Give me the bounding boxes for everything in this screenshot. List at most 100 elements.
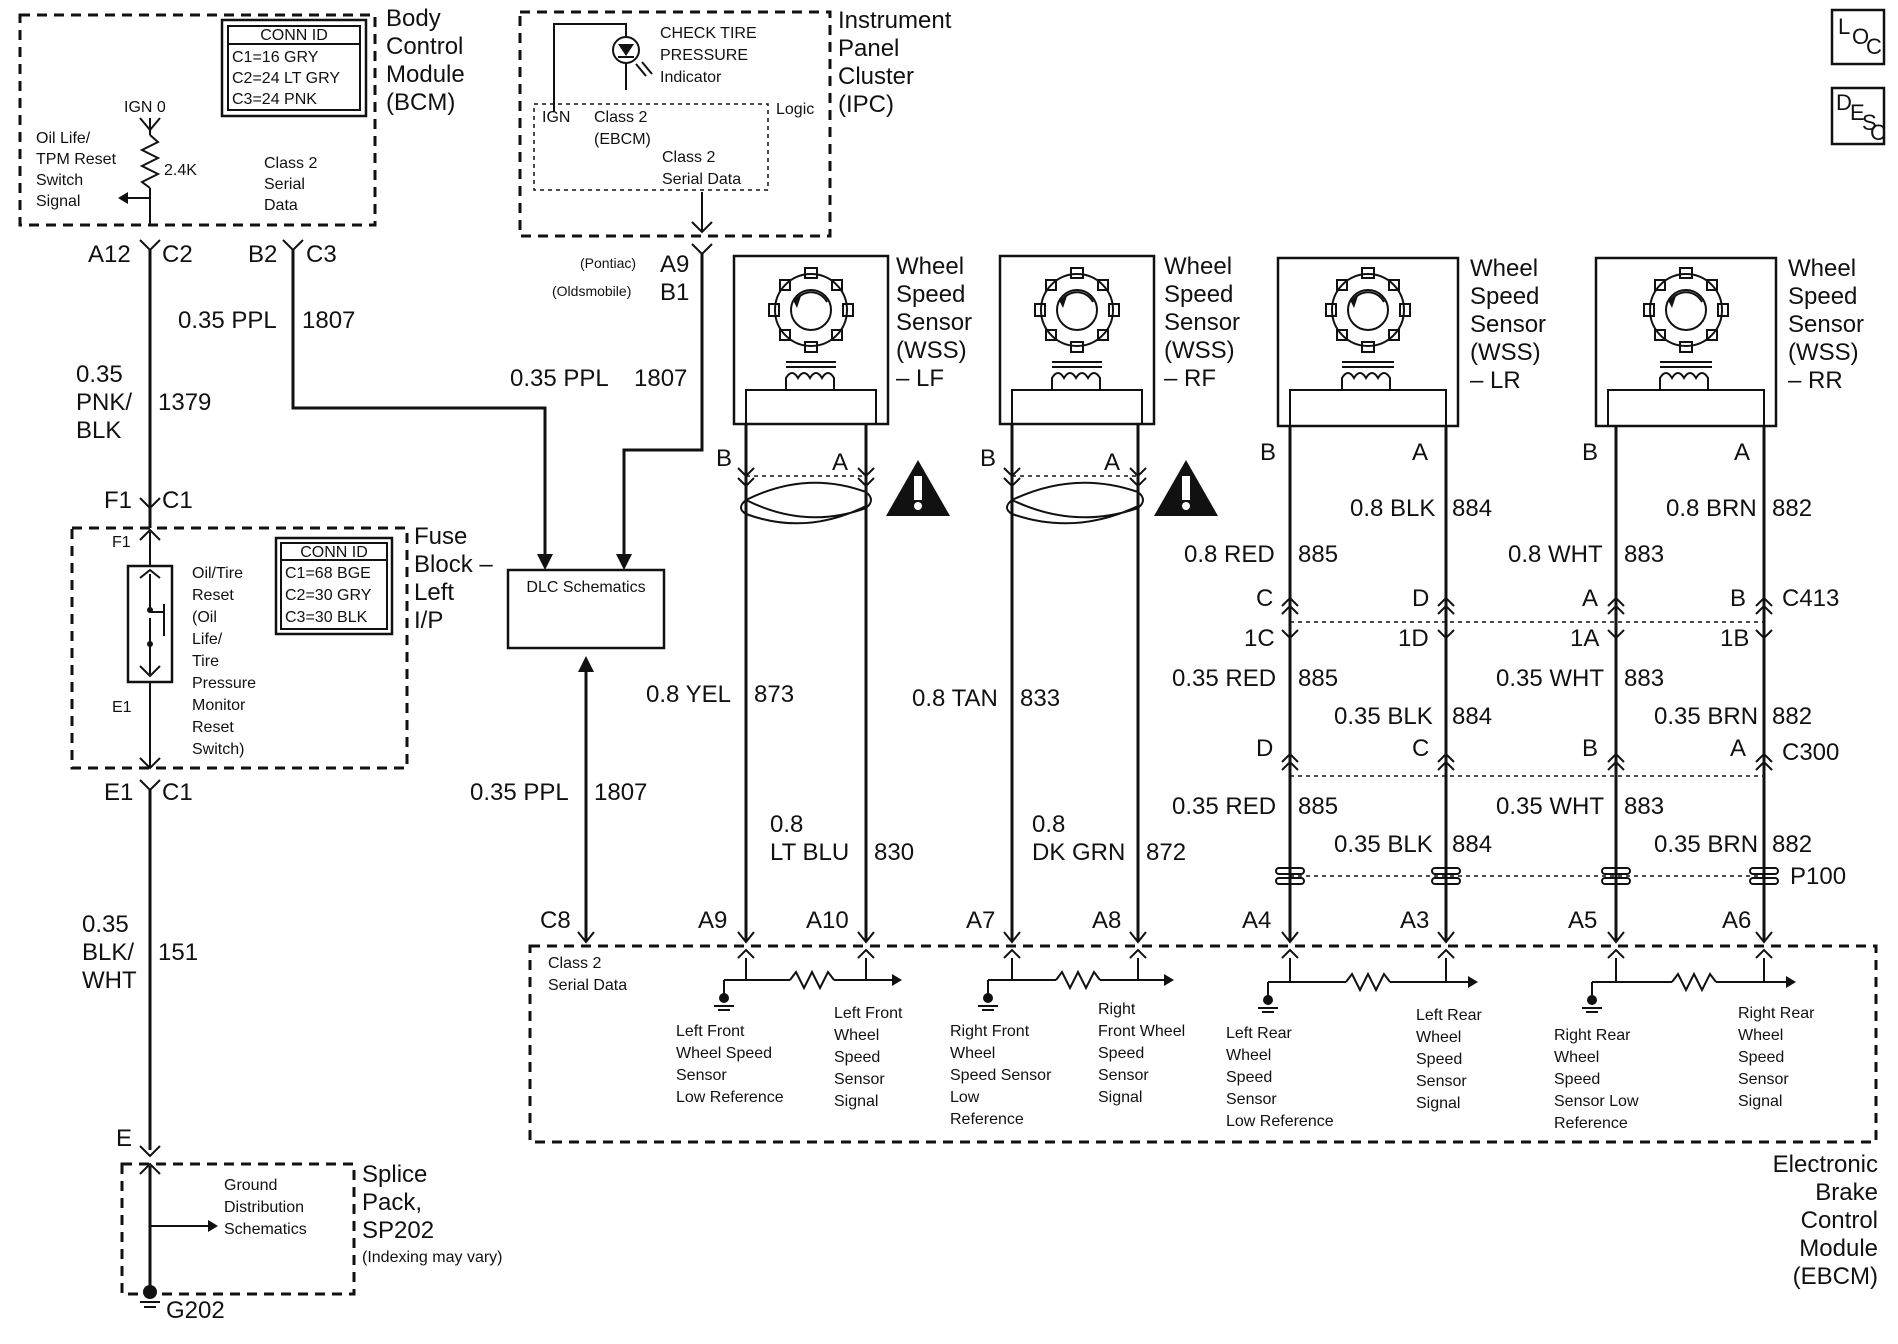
wire-873-circuit: 873	[754, 681, 794, 708]
svg-text:Speed: Speed	[1554, 1071, 1600, 1088]
tire-pressure-indicator-icon	[612, 36, 640, 64]
svg-text:C3=30 BLK: C3=30 BLK	[285, 609, 368, 626]
fuse-pin-e1-inner: E1	[112, 699, 132, 716]
wire-151-label: 0.35 BLK/ WHT 151	[82, 911, 198, 994]
fuse-block-outline	[70, 526, 409, 770]
svg-text:0.35 BRN: 0.35 BRN	[1654, 831, 1758, 858]
svg-text:0.35 WHT: 0.35 WHT	[1496, 665, 1604, 692]
ebcm-label-rf-low: Right Front Wheel Speed Sensor Low Refer…	[950, 1023, 1052, 1128]
ebcm-pin-a10: A10	[806, 907, 849, 934]
svg-text:– LF: – LF	[896, 365, 944, 392]
svg-text:Sensor: Sensor	[1470, 311, 1546, 338]
bcm-pin-b2-connector	[282, 239, 304, 252]
wire-1807-bcm-arrow-icon	[537, 554, 553, 570]
ebcm-label-lf-signal: Left Front Wheel Speed Sensor Signal	[834, 1005, 903, 1110]
svg-text:I/P: I/P	[414, 607, 443, 634]
svg-text:Signal: Signal	[1738, 1093, 1782, 1110]
svg-text:C1=16 GRY: C1=16 GRY	[232, 49, 319, 66]
svg-text:885: 885	[1298, 665, 1338, 692]
svg-text:883: 883	[1624, 541, 1664, 568]
svg-text:C2=24 LT GRY: C2=24 LT GRY	[232, 70, 340, 87]
bcm-module-outline	[18, 13, 377, 227]
svg-text:Serial Data: Serial Data	[662, 171, 741, 188]
wire-882-labels: 0.8 BRN 882 B 1B 0.35 BRN 882 A 0.35 BRN…	[1654, 495, 1812, 858]
svg-text:TPM Reset: TPM Reset	[36, 151, 117, 168]
ebcm-pin-a6: A6	[1722, 907, 1751, 934]
svg-text:Speed: Speed	[1164, 281, 1233, 308]
svg-text:Left Front: Left Front	[676, 1023, 745, 1040]
svg-text:883: 883	[1624, 793, 1664, 820]
svg-text:Wheel: Wheel	[1470, 255, 1538, 282]
svg-text:Wheel: Wheel	[1554, 1049, 1599, 1066]
wss-lr-gear-icon	[1325, 267, 1411, 353]
wire-1807-ebcm-circuit: 1807	[594, 779, 647, 806]
wire-885-labels: 0.8 RED 885 C 1C 0.35 RED 885 D 0.35 RED…	[1172, 541, 1338, 820]
wire-872-label: 0.8 DK GRN 872	[1032, 811, 1186, 866]
svg-text:Control: Control	[1801, 1207, 1878, 1234]
svg-text:C: C	[1866, 34, 1882, 59]
svg-text:Signal: Signal	[834, 1093, 878, 1110]
svg-text:C: C	[1412, 735, 1429, 762]
ebcm-module-outline	[528, 944, 1878, 1144]
svg-text:884: 884	[1452, 703, 1492, 730]
ebcm-label-lr-signal: Left Rear Wheel Speed Sensor Signal	[1416, 1007, 1482, 1112]
svg-text:Serial: Serial	[264, 176, 305, 193]
svg-text:Speed Sensor: Speed Sensor	[950, 1067, 1052, 1084]
svg-text:Module: Module	[386, 61, 465, 88]
svg-text:Wheel: Wheel	[1738, 1027, 1783, 1044]
wss-rf-box	[998, 254, 1156, 426]
ebcm-internal-lf	[714, 958, 902, 1011]
svg-text:882: 882	[1772, 703, 1812, 730]
bcm-switch-signal-label: Oil Life/ TPM Reset Switch Signal	[36, 130, 117, 210]
desc-button[interactable]: D E S C	[1830, 86, 1886, 146]
connector-c413-label: C413	[1782, 585, 1839, 612]
wss-lr-pin-a: A	[1412, 439, 1428, 466]
fuse-pin-e1: E1	[104, 779, 133, 806]
wss-lf-label: Wheel Speed Sensor (WSS) – LF	[896, 253, 972, 392]
svg-text:1D: 1D	[1398, 625, 1429, 652]
wire-1379-label: 0.35 PNK/ BLK 1379	[76, 361, 211, 444]
rf-warning-icon	[1154, 460, 1218, 516]
svg-text:(WSS): (WSS)	[1788, 339, 1859, 366]
svg-text:Speed: Speed	[1470, 283, 1539, 310]
ebcm-label-rr-low: Right Rear Wheel Speed Sensor Low Refere…	[1554, 1027, 1639, 1132]
svg-text:Low Reference: Low Reference	[676, 1089, 784, 1106]
loc-button[interactable]: L O C	[1830, 8, 1886, 66]
svg-text:882: 882	[1772, 495, 1812, 522]
ebcm-pin-connectors	[577, 931, 1773, 959]
svg-text:Speed: Speed	[1738, 1049, 1784, 1066]
svg-text:0.35 WHT: 0.35 WHT	[1496, 793, 1604, 820]
ebcm-serial-label: Class 2 Serial Data	[548, 955, 627, 994]
svg-text:Class 2: Class 2	[662, 149, 715, 166]
wss-rr-gear-icon	[1643, 267, 1729, 353]
svg-text:Speed: Speed	[1416, 1051, 1462, 1068]
svg-text:882: 882	[1772, 831, 1812, 858]
svg-text:C: C	[1256, 585, 1273, 612]
svg-text:BLK/: BLK/	[82, 939, 134, 966]
dlc-schematics-label[interactable]: DLC Schematics	[526, 579, 645, 596]
svg-text:Wheel Speed: Wheel Speed	[676, 1045, 772, 1062]
svg-text:Instrument: Instrument	[838, 7, 952, 34]
wss-lr-label: Wheel Speed Sensor (WSS) – LR	[1470, 255, 1546, 394]
ebcm-pin-a3: A3	[1400, 907, 1429, 934]
bcm-resistor-value: 2.4K	[164, 162, 197, 179]
ebcm-pin-a4: A4	[1242, 907, 1271, 934]
svg-text:PNK/: PNK/	[76, 389, 132, 416]
bcm-pin-a12-connector	[139, 239, 161, 252]
svg-text:0.35 BLK: 0.35 BLK	[1334, 831, 1433, 858]
svg-text:830: 830	[874, 839, 914, 866]
connector-c300-label: C300	[1782, 739, 1839, 766]
svg-text:151: 151	[158, 939, 198, 966]
bcm-pin-a12: A12	[88, 241, 131, 268]
svg-text:Pressure: Pressure	[192, 675, 256, 692]
svg-text:1A: 1A	[1570, 625, 1599, 652]
wire-1807-ipc-arrow-icon	[616, 554, 632, 570]
svg-text:0.35 BRN: 0.35 BRN	[1654, 703, 1758, 730]
bcm-resistor	[139, 134, 161, 189]
dlc-schematics-box[interactable]	[506, 568, 666, 650]
svg-text:Class 2: Class 2	[264, 155, 317, 172]
svg-text:BLK: BLK	[76, 417, 121, 444]
svg-text:1379: 1379	[158, 389, 211, 416]
svg-text:Oil/Tire: Oil/Tire	[192, 565, 243, 582]
ebcm-internal-rf	[978, 958, 1174, 1011]
